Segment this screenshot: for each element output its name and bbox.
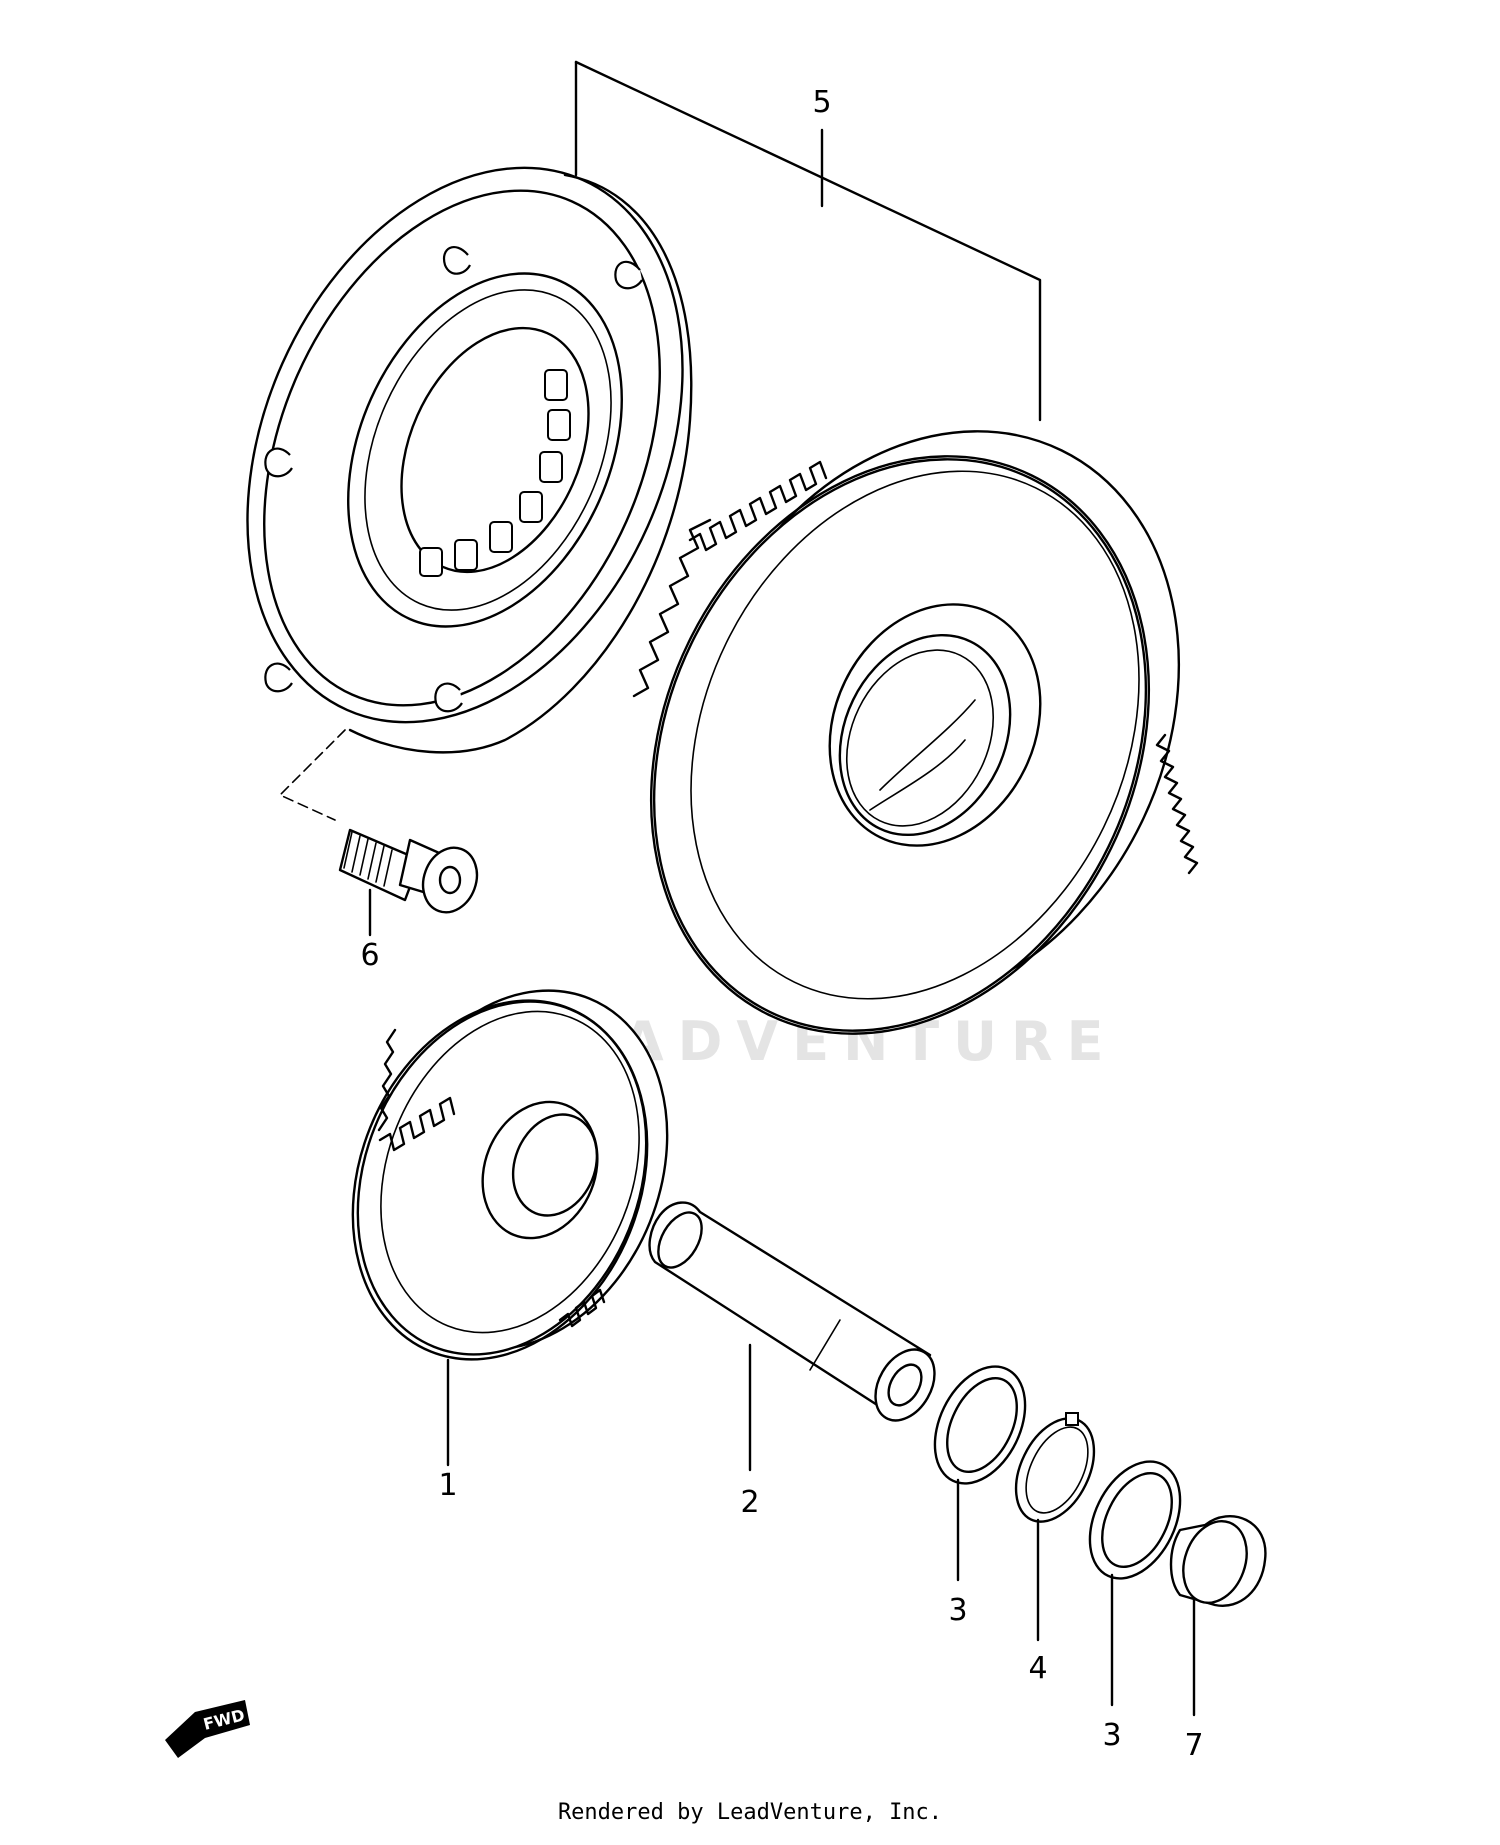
footer-credit: Rendered by LeadVenture, Inc. [557, 1800, 943, 1825]
part-5-clutch-housing [246, 166, 693, 754]
part-3-washer-a: 3 [933, 1365, 1027, 1628]
part-6-bolt: 6 [279, 729, 479, 973]
part-7-cap: 7 [1169, 1515, 1267, 1763]
callout-3a: 3 [948, 1593, 967, 1628]
callout-4: 4 [1028, 1651, 1047, 1686]
part-2-shaft: 2 [648, 1201, 936, 1520]
fwd-arrow: FWD [165, 1700, 250, 1758]
part-4-circlip: 4 [1014, 1412, 1096, 1686]
callout-7: 7 [1184, 1728, 1203, 1763]
leader-5 [574, 60, 1042, 422]
callout-3b: 3 [1102, 1718, 1121, 1753]
callout-5: 5 [812, 85, 831, 120]
part-1-idle-gear: 1 [351, 989, 669, 1503]
callout-2: 2 [740, 1485, 759, 1520]
callout-6: 6 [360, 938, 379, 973]
part-5-starter-gear [632, 430, 1199, 1035]
callout-1: 1 [438, 1468, 457, 1503]
part-3-washer-b: 3 [1088, 1460, 1182, 1753]
